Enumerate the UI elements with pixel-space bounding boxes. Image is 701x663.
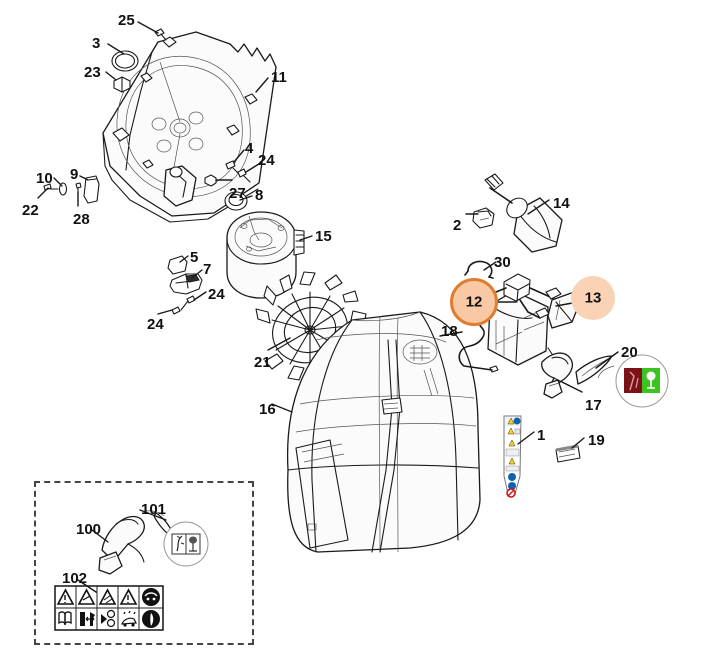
part-1-safety-decal — [503, 415, 522, 498]
callout-9: 9 — [70, 166, 79, 183]
callout-21: 21 — [254, 354, 271, 371]
part-25-screw — [154, 28, 167, 41]
callout-18: 18 — [441, 323, 458, 340]
callout-27: 27 — [229, 185, 246, 202]
part-11-fan-housing — [102, 31, 277, 223]
label-detail-bubble — [597, 354, 669, 408]
highlight-circle-13[interactable]: 13 — [571, 276, 615, 320]
part-8-bushing — [224, 191, 248, 211]
callout-17: 17 — [585, 397, 602, 414]
callout-5: 5 — [190, 249, 199, 266]
callout-28: 28 — [73, 211, 90, 228]
callout-102: 102 — [62, 570, 88, 587]
callout-16: 16 — [259, 401, 276, 418]
part-100-nozzle-tool — [98, 515, 145, 575]
part-7-switch-lever — [169, 273, 203, 295]
callout-100: 100 — [76, 521, 102, 538]
callout-1: 1 — [537, 427, 546, 444]
part-24-screw-a — [237, 168, 251, 183]
callout-23: 23 — [84, 64, 101, 81]
callout-10: 10 — [36, 170, 53, 187]
callout-7: 7 — [203, 261, 212, 278]
callout-24-c: 24 — [147, 316, 164, 333]
callout-4: 4 — [245, 140, 254, 157]
part-23-nut — [113, 76, 131, 93]
callout-24-a: 24 — [258, 152, 275, 169]
part-2-cap — [472, 207, 495, 229]
part-27-nut — [204, 174, 217, 187]
callout-101: 101 — [141, 501, 167, 518]
highlight-label-12: 12 — [465, 293, 483, 311]
callout-25: 25 — [118, 12, 135, 29]
part-16-main-cover — [286, 311, 481, 553]
part-9-bracket — [83, 175, 100, 204]
callout-19: 19 — [588, 432, 605, 449]
callout-11: 11 — [271, 69, 287, 86]
callout-24-b: 24 — [208, 286, 225, 303]
callout-3: 3 — [92, 35, 101, 52]
part-102-warning-label — [54, 585, 164, 631]
part-3-ring — [111, 50, 139, 72]
part-17-handle-grip — [541, 352, 574, 399]
part-24-screw-b — [171, 295, 196, 315]
callout-15: 15 — [315, 228, 332, 245]
accessories-inset-box — [34, 481, 254, 645]
part-15-motor-stator — [226, 211, 305, 299]
callout-14: 14 — [553, 195, 570, 212]
callout-2: 2 — [453, 217, 462, 234]
callout-30: 30 — [494, 254, 511, 271]
part-22-screw — [43, 183, 59, 191]
part-101-label-detail — [145, 510, 209, 567]
callout-22: 22 — [22, 202, 39, 219]
part-30-clip — [464, 260, 494, 279]
part-19-plate — [555, 444, 581, 463]
callout-8: 8 — [255, 187, 264, 204]
part-14-motor-drive — [484, 173, 563, 253]
leader-lines — [37, 21, 619, 593]
highlight-circle-12[interactable]: 12 — [450, 278, 498, 326]
highlight-label-13: 13 — [584, 289, 602, 307]
callout-20: 20 — [621, 344, 638, 361]
